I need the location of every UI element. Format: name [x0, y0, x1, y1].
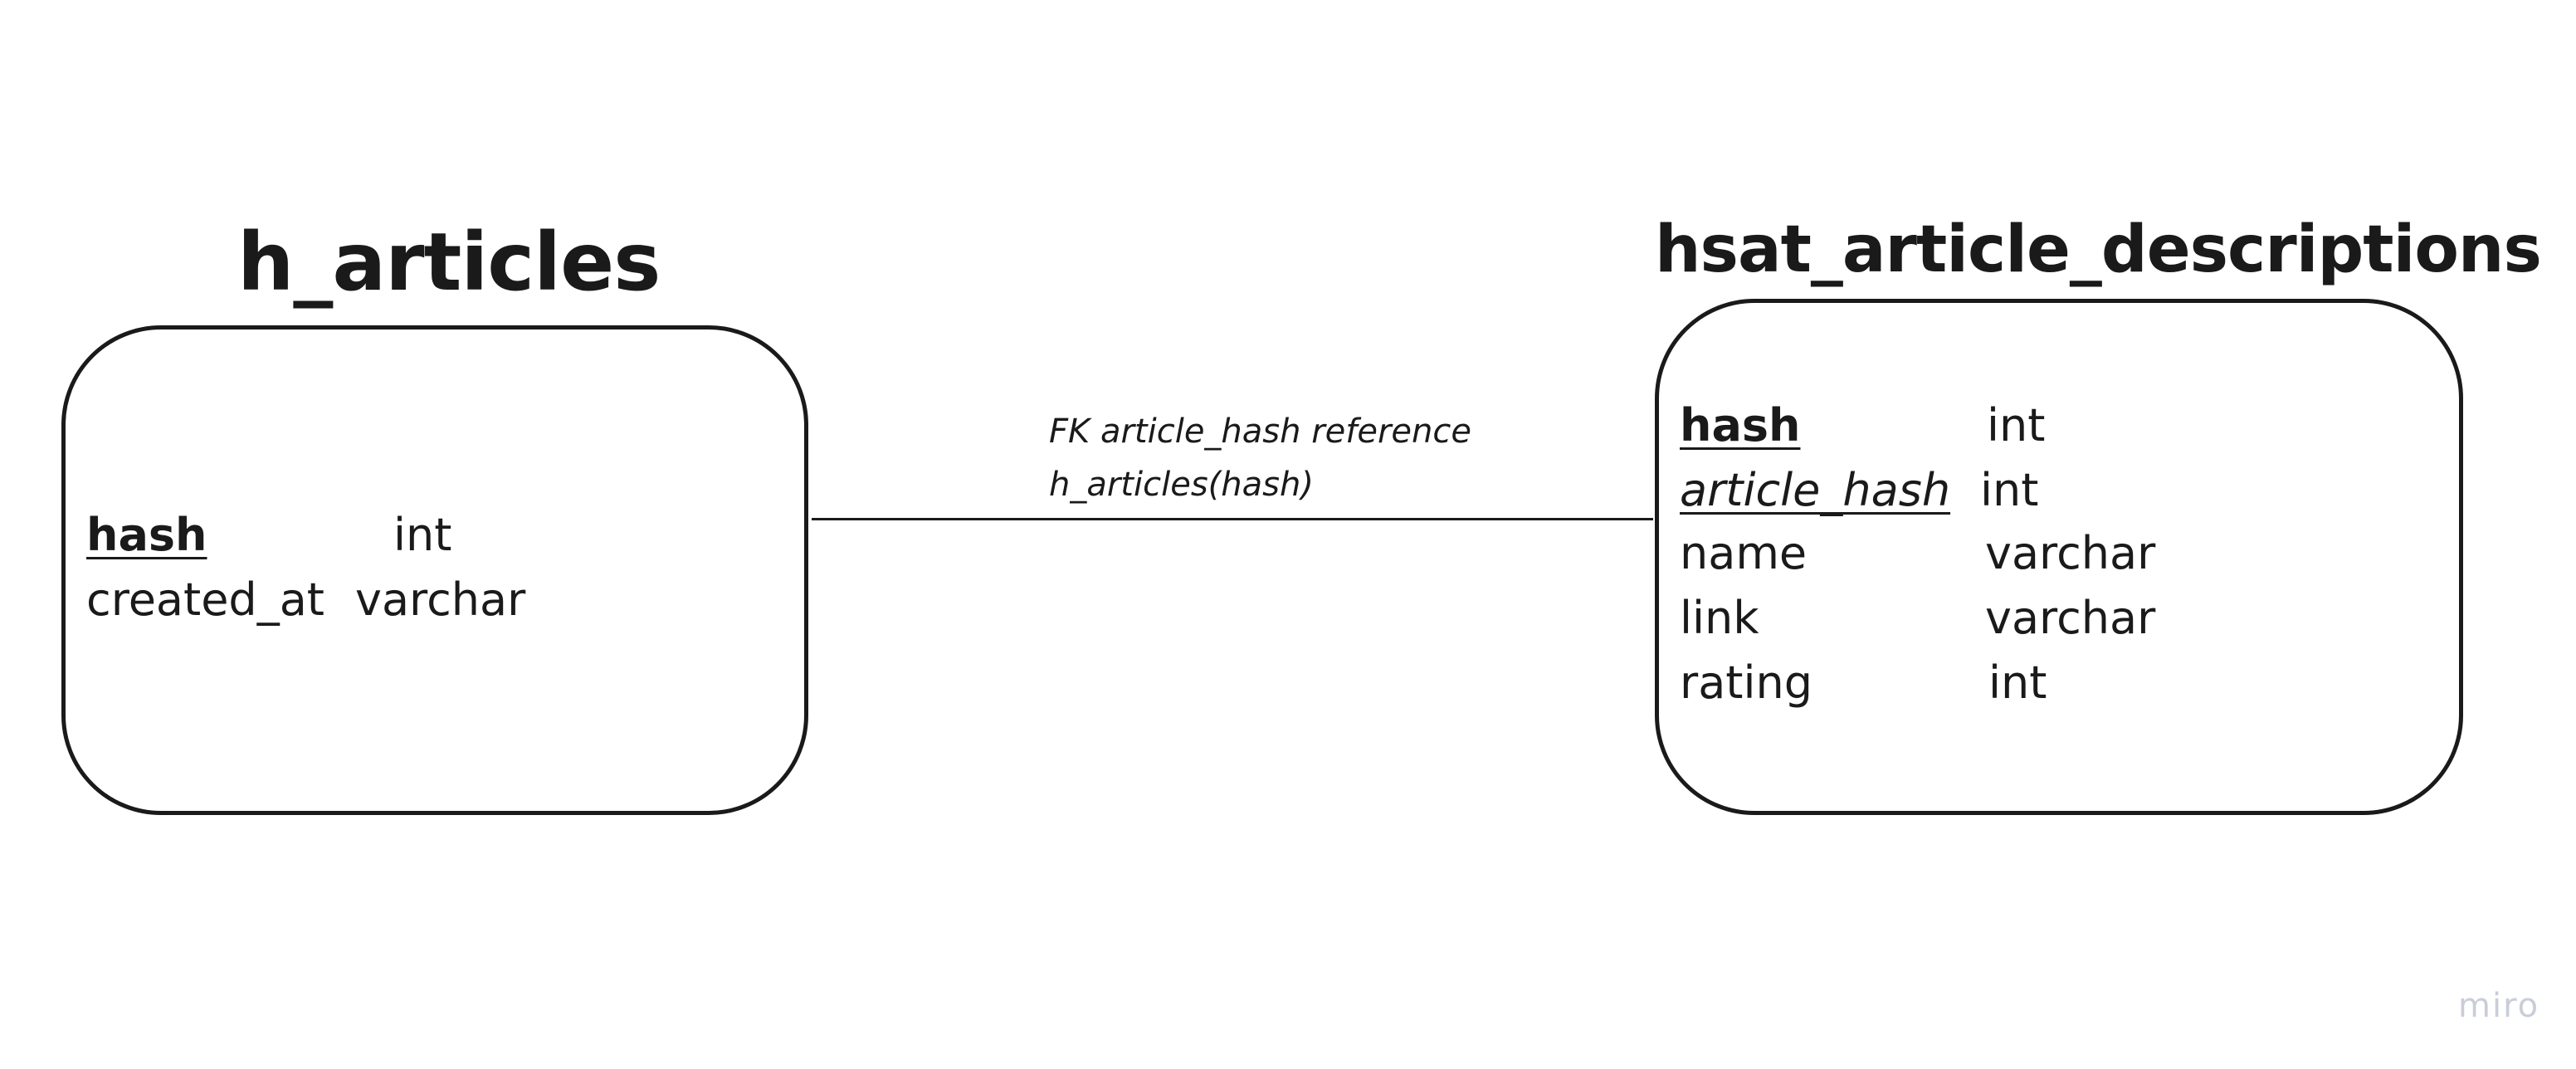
field-name-rating: rating	[1680, 657, 1812, 709]
field-type-name: varchar	[1985, 527, 2156, 579]
relationship-label-line1: FK article_hash reference	[1049, 412, 1471, 451]
miro-watermark: miro	[2458, 987, 2540, 1025]
entity-title-hsat-article-descriptions: hsat_article_descriptions	[1655, 212, 2542, 287]
field-name-created-at: created_at	[86, 574, 324, 626]
field-type-created-at: varchar	[355, 574, 526, 626]
field-type-rating: int	[1988, 657, 2047, 709]
entity-title-h-articles: h_articles	[237, 216, 661, 309]
entity-box-hsat-article-descriptions[interactable]	[1655, 299, 2463, 815]
relationship-label-line2: h_articles(hash)	[1049, 466, 1314, 504]
entity-box-h-articles[interactable]	[61, 325, 808, 815]
field-type-article-hash: int	[1980, 464, 2039, 516]
field-name-article-hash: article_hash	[1680, 464, 1951, 516]
field-name-link: link	[1680, 592, 1759, 644]
field-type-hash: int	[393, 509, 452, 561]
field-name-name: name	[1680, 527, 1808, 579]
field-type-hash: int	[1987, 399, 2046, 452]
field-name-hash: hash	[86, 509, 207, 561]
relationship-line[interactable]	[812, 518, 1653, 520]
field-type-link: varchar	[1985, 592, 2156, 644]
field-name-hash: hash	[1680, 399, 1801, 452]
